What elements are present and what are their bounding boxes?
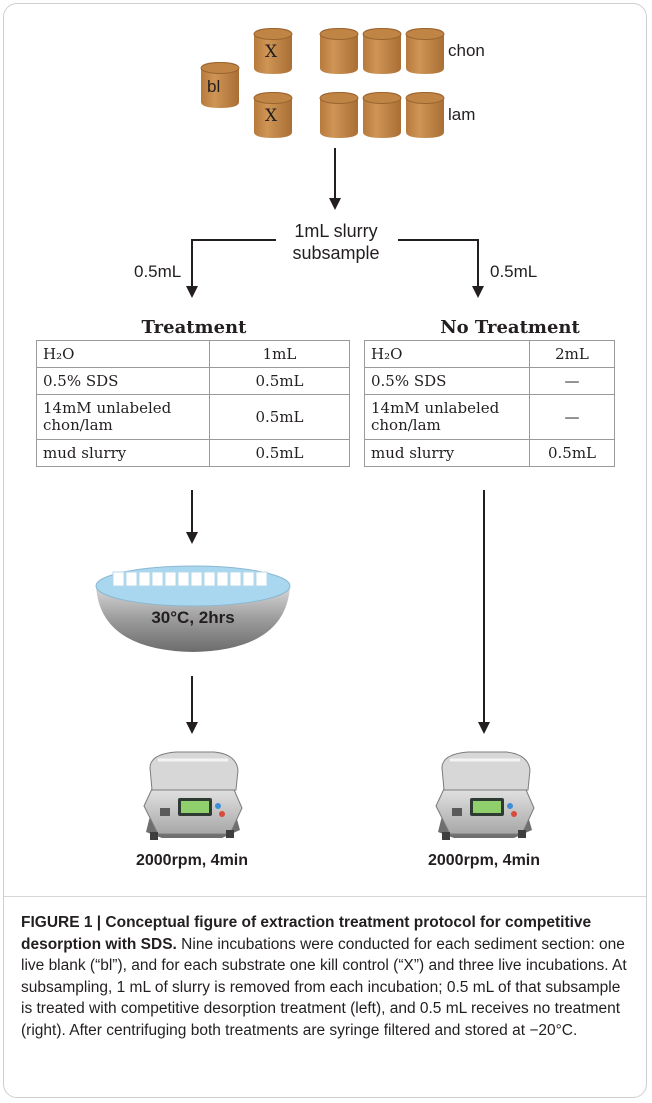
reagent-cell: 14mM unlabeled chon/lam	[364, 394, 530, 440]
chon-live-tube	[405, 27, 445, 75]
amount-cell: 0.5mL	[529, 439, 615, 467]
reagent-cell: mud slurry	[364, 439, 530, 467]
lam-live-tube	[405, 91, 445, 139]
arrow-down-icon	[329, 148, 341, 210]
reagent-cell: H₂O	[364, 340, 530, 368]
amount-cell: 1mL	[209, 340, 350, 368]
left-volume-label: 0.5mL	[134, 262, 182, 281]
table-row: 14mM unlabeled chon/lam—	[364, 394, 615, 440]
figure-label: FIGURE 1 | Conceptual figure of extracti…	[21, 914, 592, 953]
amount-cell: 2mL	[529, 340, 615, 368]
blank-tube-label: bl	[207, 77, 221, 96]
centrifuge-left-label: 2000rpm, 4min	[135, 852, 249, 869]
centrifuge-icon	[434, 750, 536, 842]
subsample-line2: subsample	[292, 243, 380, 263]
water-bath-icon	[95, 565, 291, 652]
arrow-down-icon	[186, 490, 198, 544]
lam-live-tube	[362, 91, 402, 139]
chon-live-tube	[362, 27, 402, 75]
arrow-down-icon	[478, 490, 490, 734]
reagent-cell: 0.5% SDS	[364, 367, 530, 395]
amount-cell: 0.5mL	[209, 439, 350, 467]
subsample-line1: 1mL slurry	[294, 221, 378, 241]
amount-cell: —	[529, 367, 615, 395]
table-row: 0.5% SDS—	[364, 367, 615, 395]
amount-cell: —	[529, 394, 615, 440]
branch-left-connector	[186, 239, 276, 298]
lam-live-tube	[319, 91, 359, 139]
kill-tube-label: X	[265, 42, 278, 62]
figure-caption: FIGURE 1 | Conceptual figure of extracti…	[21, 912, 633, 1042]
reagent-cell: 14mM unlabeled chon/lam	[36, 394, 210, 440]
caption-divider	[4, 896, 646, 897]
amount-cell: 0.5mL	[209, 394, 350, 440]
chon-row-label: chon	[448, 41, 485, 60]
reagent-cell: H₂O	[36, 340, 210, 368]
reagent-cell: mud slurry	[36, 439, 210, 467]
kill-tube-label: X	[265, 106, 278, 126]
chon-live-tube	[319, 27, 359, 75]
lam-row-label: lam	[448, 105, 476, 124]
protocol-diagram	[95, 27, 536, 842]
water-bath-label: 30°C, 2hrs	[151, 608, 235, 627]
reagent-cell: 0.5% SDS	[36, 367, 210, 395]
figure-frame	[3, 3, 647, 1098]
treatment-title: Treatment	[141, 317, 247, 338]
centrifuge-right-label: 2000rpm, 4min	[427, 852, 541, 869]
branch-right-connector	[398, 239, 484, 298]
caption-text: Nine incubations were conducted for each…	[21, 935, 627, 1039]
amount-cell: 0.5mL	[209, 367, 350, 395]
centrifuge-icon	[142, 750, 244, 842]
no-treatment-title: No Treatment	[440, 317, 580, 338]
arrow-down-icon	[186, 676, 198, 734]
right-volume-label: 0.5mL	[490, 262, 538, 281]
